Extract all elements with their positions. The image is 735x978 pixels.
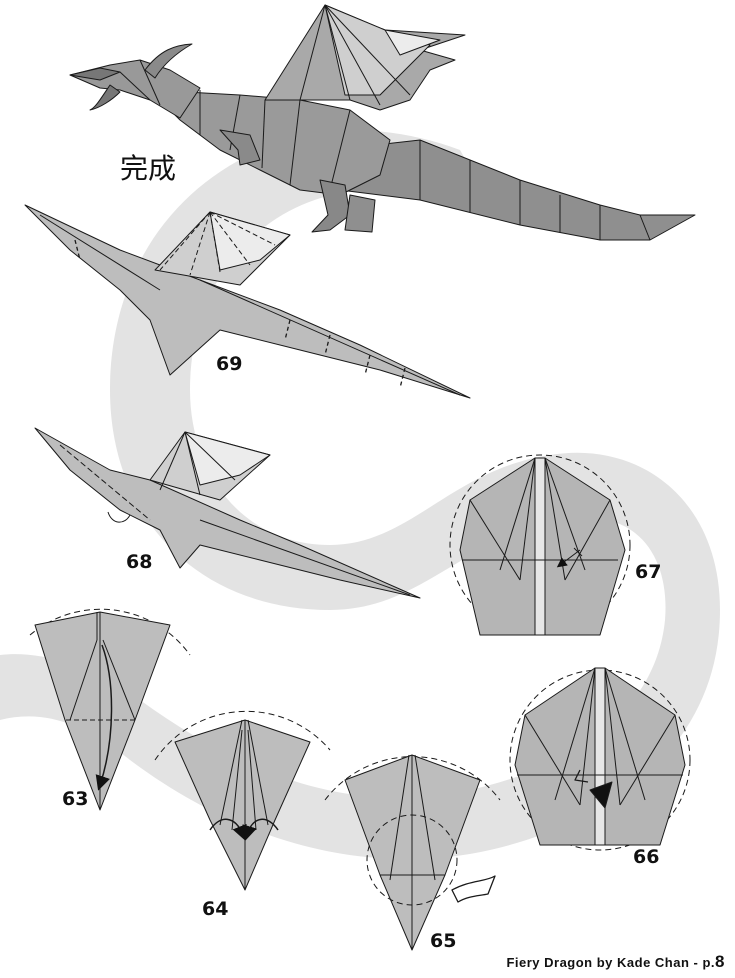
step-65-model [324, 754, 501, 951]
footer-credit: Fiery Dragon by Kade Chan - p. [506, 955, 716, 970]
step-67-model [449, 454, 631, 636]
step-64-model [154, 710, 331, 891]
step-label-66: 66 [633, 846, 659, 868]
finished-label: 完成 [120, 152, 176, 185]
step-63-model [29, 608, 191, 811]
finished-dragon [69, 4, 696, 241]
step-69-model [24, 204, 471, 399]
page-footer: Fiery Dragon by Kade Chan - p.8 [506, 952, 725, 972]
step-label-68: 68 [126, 551, 152, 573]
step-label-65: 65 [430, 930, 456, 952]
step-68-model [34, 427, 421, 599]
step-label-69: 69 [216, 353, 242, 375]
step-label-67: 67 [635, 561, 661, 583]
page-number: 8 [715, 952, 725, 971]
step-66-model [509, 667, 691, 851]
step-label-63: 63 [62, 788, 88, 810]
step-label-64: 64 [202, 898, 228, 920]
